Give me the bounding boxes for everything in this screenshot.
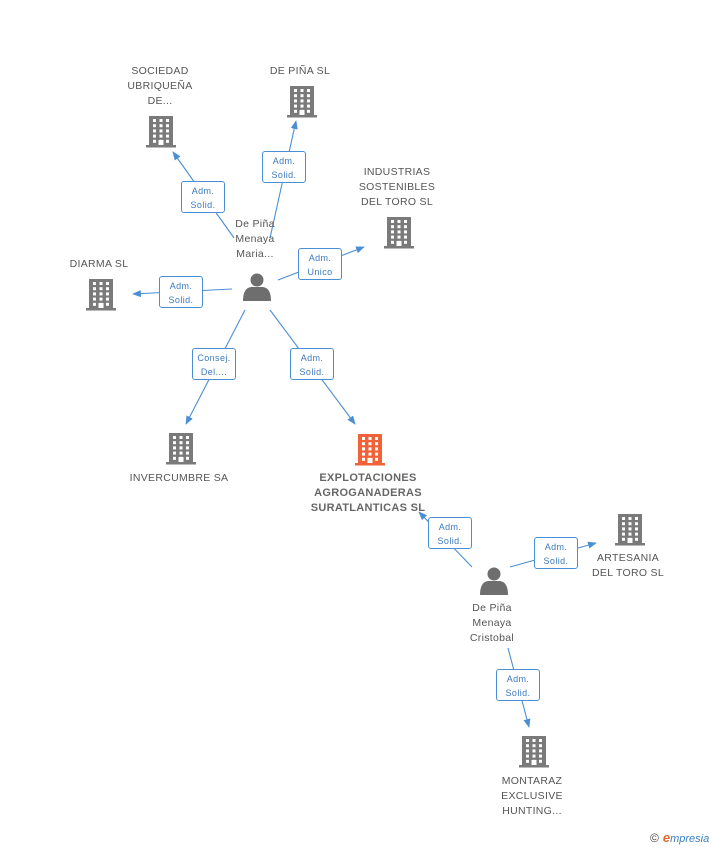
- building-icon[interactable]: [519, 736, 549, 768]
- role-label[interactable]: Adm. Solid.: [496, 669, 540, 701]
- person-icon[interactable]: [480, 567, 508, 596]
- role-label[interactable]: Adm. Solid.: [534, 537, 578, 569]
- role-label[interactable]: Adm. Solid.: [262, 151, 306, 183]
- person-icon[interactable]: [243, 273, 271, 302]
- company-label[interactable]: INVERCUMBRE SA: [129, 472, 229, 484]
- role-label[interactable]: Consej. Del....: [192, 348, 236, 380]
- company-label[interactable]: INDUSTRIAS SOSTENIBLES DEL TORO SL: [358, 166, 436, 208]
- company-label[interactable]: EXPLOTACIONES AGROGANADERAS SURATLANTICA…: [310, 472, 426, 514]
- person-label[interactable]: De Piña Menaya Maria...: [235, 218, 275, 260]
- brand-initial: e: [662, 830, 671, 845]
- role-label[interactable]: Adm. Unico: [298, 248, 342, 280]
- role-label[interactable]: Adm. Solid.: [290, 348, 334, 380]
- company-label[interactable]: DIARMA SL: [69, 258, 129, 270]
- building-icon[interactable]: [166, 433, 196, 465]
- copyright-symbol: ©: [650, 831, 659, 845]
- building-icon[interactable]: [287, 86, 317, 118]
- role-label[interactable]: Adm. Solid.: [159, 276, 203, 308]
- company-label[interactable]: SOCIEDAD UBRIQUEÑA DE...: [127, 65, 193, 107]
- building-icon[interactable]: [86, 279, 116, 311]
- brand-name: mpresia: [670, 833, 710, 845]
- building-icon[interactable]: [146, 116, 176, 148]
- empresia-logo[interactable]: ©empresia: [650, 830, 709, 845]
- role-label[interactable]: Adm. Solid.: [428, 517, 472, 549]
- company-label[interactable]: ARTESANIA DEL TORO SL: [592, 552, 664, 579]
- role-label[interactable]: Adm. Solid.: [181, 181, 225, 213]
- company-label[interactable]: MONTARAZ EXCLUSIVE HUNTING...: [501, 775, 563, 817]
- person-label[interactable]: De Piña Menaya Cristobal: [469, 602, 515, 644]
- building-icon[interactable]: [615, 514, 645, 546]
- building-icon[interactable]: [384, 217, 414, 249]
- company-label[interactable]: DE PIÑA SL: [269, 65, 331, 77]
- building-icon[interactable]: [355, 434, 385, 466]
